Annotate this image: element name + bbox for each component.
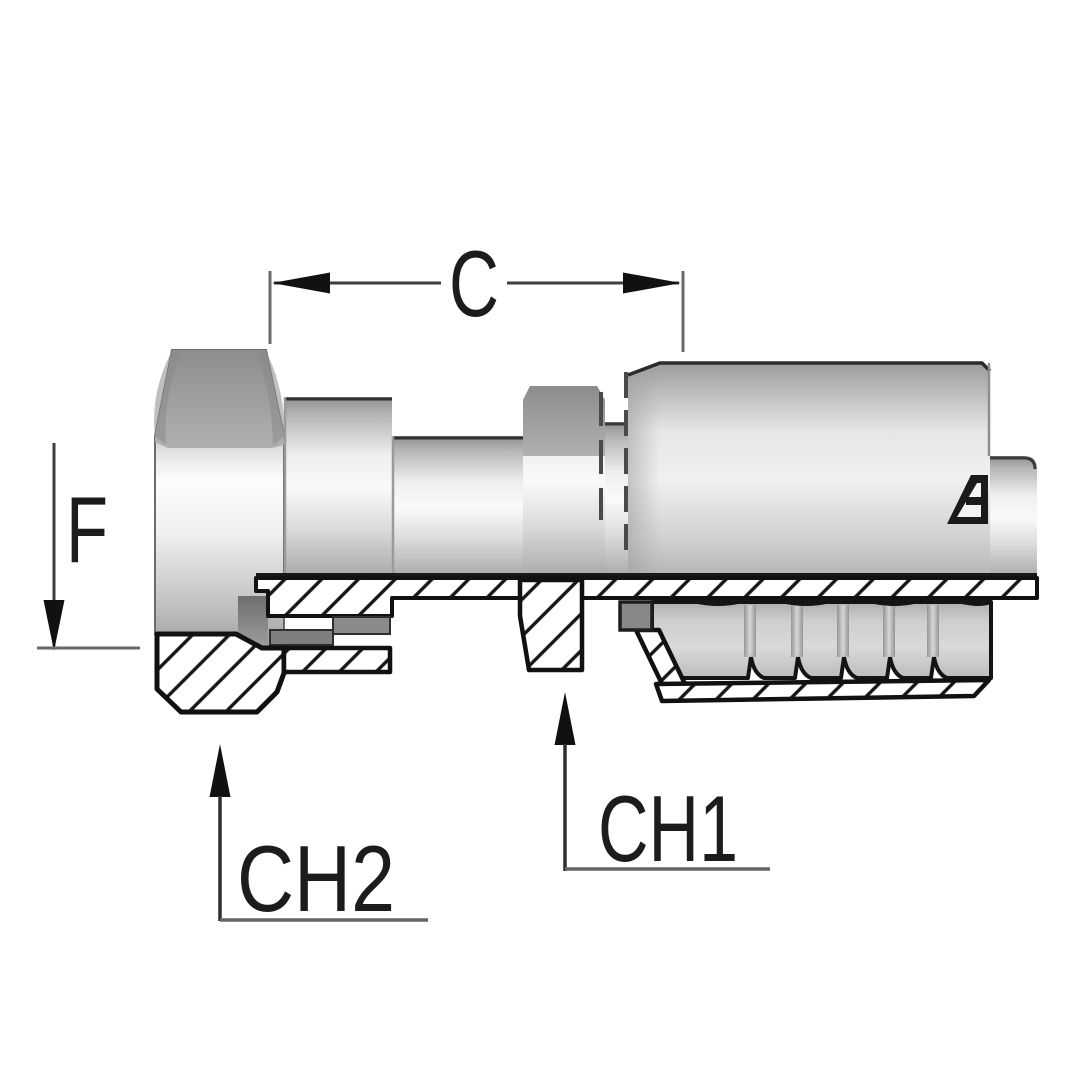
hex-ch1 <box>523 386 605 578</box>
serrated-grip <box>650 596 993 680</box>
nut-hex-facet <box>155 350 284 448</box>
hex-ch1-facet <box>523 386 605 456</box>
dim-f-arrow-down <box>43 600 65 651</box>
stylized-a-logo-icon <box>947 475 988 524</box>
callout-ch2: CH2 <box>209 744 428 931</box>
ch1-label: CH1 <box>598 776 738 881</box>
collar-small <box>605 372 628 578</box>
nipple-wall-section <box>254 576 1039 618</box>
fitting-body <box>154 349 1037 647</box>
thread-engagement-section <box>281 645 393 675</box>
nipple-shoulder-section <box>517 577 585 673</box>
end-collar <box>990 456 1037 578</box>
ch2-arrow-up <box>209 744 231 797</box>
callout-ch1: CH1 <box>554 692 770 881</box>
crimp-groove-seams <box>744 605 939 657</box>
dim-c-arrow-right <box>623 272 681 294</box>
dimension-c: C <box>268 231 685 352</box>
dim-c-label: C <box>449 231 499 336</box>
dim-f-label: F <box>66 477 108 582</box>
shell-bottom-wall-section <box>653 677 992 704</box>
thread-gap-band-right <box>332 616 391 635</box>
thread-gap-band-left <box>269 629 334 646</box>
ch2-label: CH2 <box>237 826 395 931</box>
ch1-arrow-up <box>554 692 576 745</box>
dim-c-arrow-left <box>272 272 330 294</box>
swivel-nut <box>154 349 285 647</box>
dimension-f: F <box>37 443 140 651</box>
shell-retaining-lip <box>618 600 654 632</box>
nut-section <box>154 631 287 715</box>
shoulder-cylinder <box>283 397 392 578</box>
crimp-shell <box>627 361 992 578</box>
middle-tube <box>391 436 523 578</box>
section-view <box>154 576 1039 715</box>
